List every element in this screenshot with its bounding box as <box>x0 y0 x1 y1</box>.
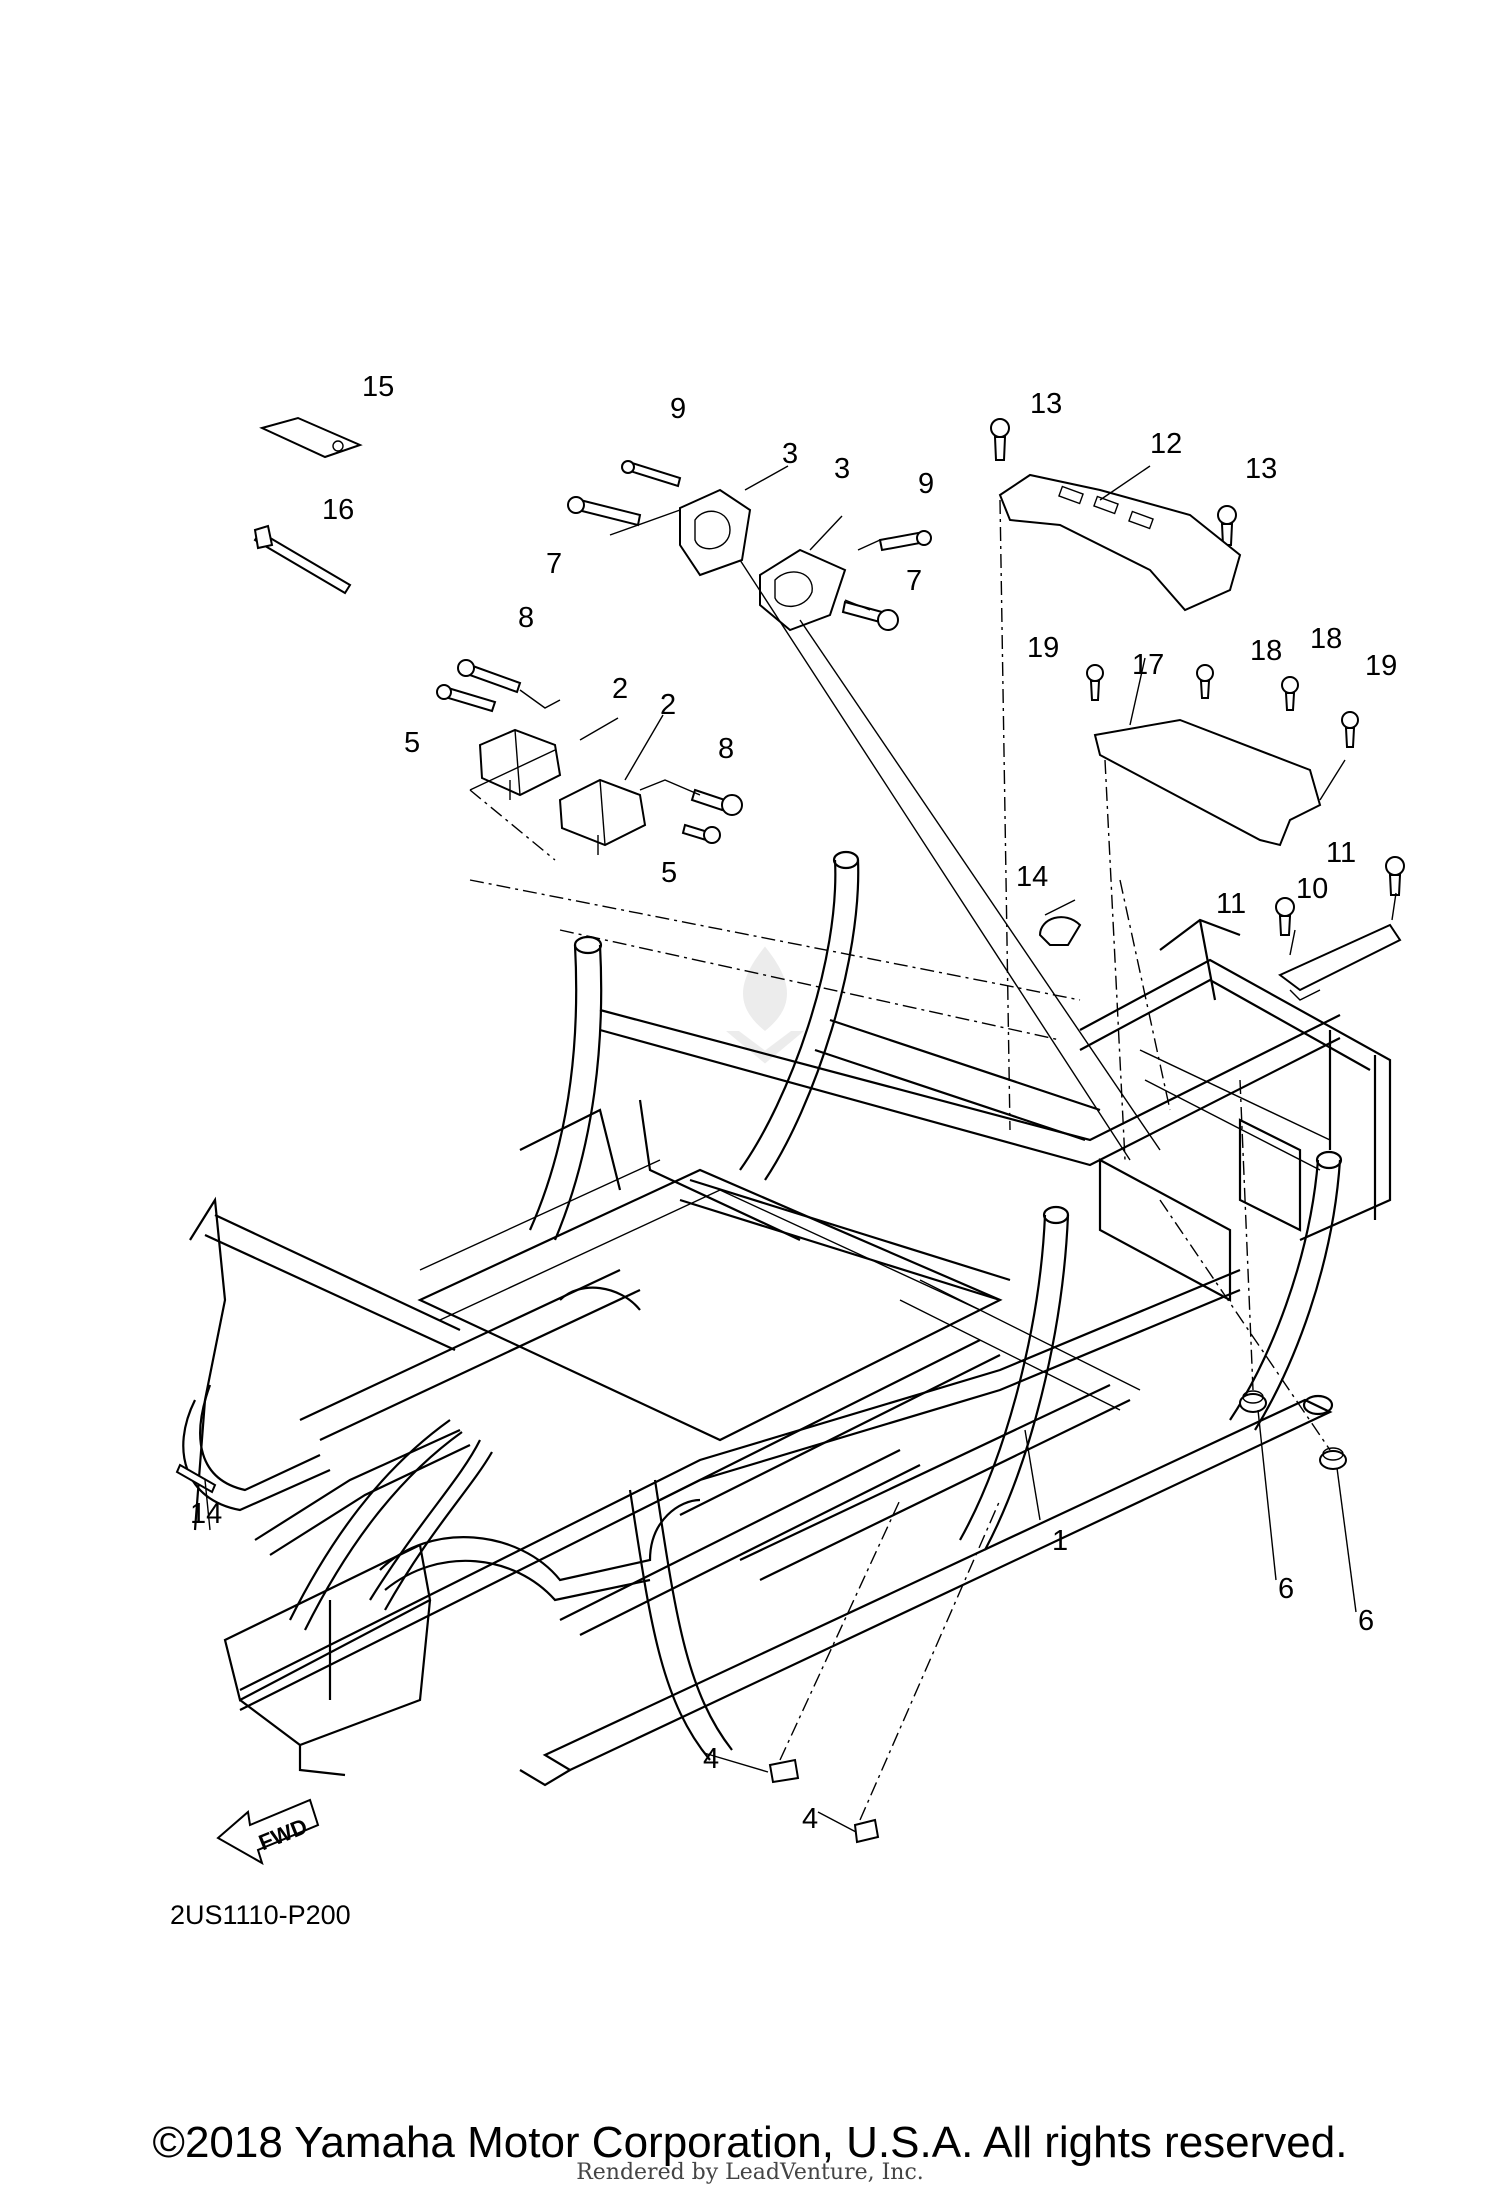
part-10-bracket <box>1278 923 1402 1001</box>
part-3-mount-b <box>759 548 847 632</box>
callout-9: 9 <box>918 468 934 500</box>
callout-7: 7 <box>546 548 562 580</box>
callout-16: 16 <box>322 494 354 526</box>
part-7-bolt-a <box>567 496 642 527</box>
callout-17: 17 <box>1132 649 1164 681</box>
callout-14: 14 <box>190 1498 222 1530</box>
part-14-clip-upper <box>1038 916 1082 946</box>
forward-direction-arrow: FWD <box>216 1798 320 1866</box>
callout-9: 9 <box>670 393 686 425</box>
part-3-mount-a <box>679 488 752 577</box>
callout-leaders <box>204 465 1357 1833</box>
part-12-cover <box>998 473 1242 612</box>
part-19-bolt-a <box>1086 664 1104 701</box>
callout-18: 18 <box>1310 623 1342 655</box>
part-5-bolt-b <box>681 823 721 844</box>
callout-1: 1 <box>1052 1525 1068 1557</box>
callout-19: 19 <box>1027 632 1059 664</box>
diagram-code: 2US1110-P200 <box>170 1900 351 1930</box>
callout-11: 11 <box>1216 888 1246 920</box>
part-18-bolt-b <box>1281 676 1299 711</box>
callout-19: 19 <box>1365 650 1397 682</box>
part-11-bolt-b <box>1385 856 1405 896</box>
callout-numbers: 1 2 2 3 3 4 4 5 5 6 6 7 7 8 8 9 9 10 11 … <box>190 371 1397 1835</box>
part-18-bolt-a <box>1196 664 1214 699</box>
part-5-bolt-a <box>436 684 497 713</box>
part-11-bolt-a <box>1275 897 1295 936</box>
copyright-notice: ©2018 Yamaha Motor Corporation, U.S.A. A… <box>152 2118 1348 2167</box>
callout-7: 7 <box>906 565 922 597</box>
part-6-grommet-a <box>1239 1390 1267 1413</box>
part-4-clip-a <box>768 1758 800 1784</box>
callout-6: 6 <box>1358 1605 1374 1637</box>
callout-8: 8 <box>518 602 534 634</box>
callout-2: 2 <box>612 673 628 705</box>
part-13-bolt-a <box>990 418 1010 461</box>
callout-5: 5 <box>661 857 677 889</box>
callout-15: 15 <box>362 371 394 403</box>
part-16-pin <box>253 524 352 595</box>
part-9-bolt-b <box>878 530 932 552</box>
part-2-mount-b <box>558 778 647 855</box>
part-8-bolt-b <box>690 788 743 816</box>
part-15-plate <box>259 416 363 459</box>
part-17-shield <box>1093 718 1322 847</box>
rendered-by-notice: Rendered by LeadVenture, Inc. <box>576 2160 924 2185</box>
callout-4: 4 <box>703 1743 719 1775</box>
part-8-bolt-a <box>457 659 522 694</box>
callout-6: 6 <box>1278 1573 1294 1605</box>
part-19-bolt-b <box>1341 711 1359 748</box>
callout-4: 4 <box>802 1803 818 1835</box>
callout-5: 5 <box>404 727 420 759</box>
part-13-bolt-b <box>1217 505 1237 546</box>
callout-8: 8 <box>718 733 734 765</box>
frame-assembly <box>182 850 1392 1787</box>
leadventure-watermark-logo <box>726 946 804 1064</box>
callout-10: 10 <box>1296 873 1328 905</box>
callout-13: 13 <box>1245 453 1277 485</box>
callout-13: 13 <box>1030 388 1062 420</box>
part-6-grommet-b <box>1319 1447 1347 1470</box>
part-4-clip-b <box>853 1818 880 1844</box>
callout-12: 12 <box>1150 428 1182 460</box>
part-9-bolt-a <box>621 460 682 488</box>
callout-18: 18 <box>1250 635 1282 667</box>
callout-14: 14 <box>1016 861 1048 893</box>
part-2-mount-a <box>478 728 562 800</box>
installation-lines <box>469 499 1397 1821</box>
callout-3: 3 <box>782 438 798 470</box>
callout-3: 3 <box>834 453 850 485</box>
callout-2: 2 <box>660 689 676 721</box>
callout-11: 11 <box>1326 837 1356 869</box>
part-7-bolt-b <box>841 600 899 631</box>
